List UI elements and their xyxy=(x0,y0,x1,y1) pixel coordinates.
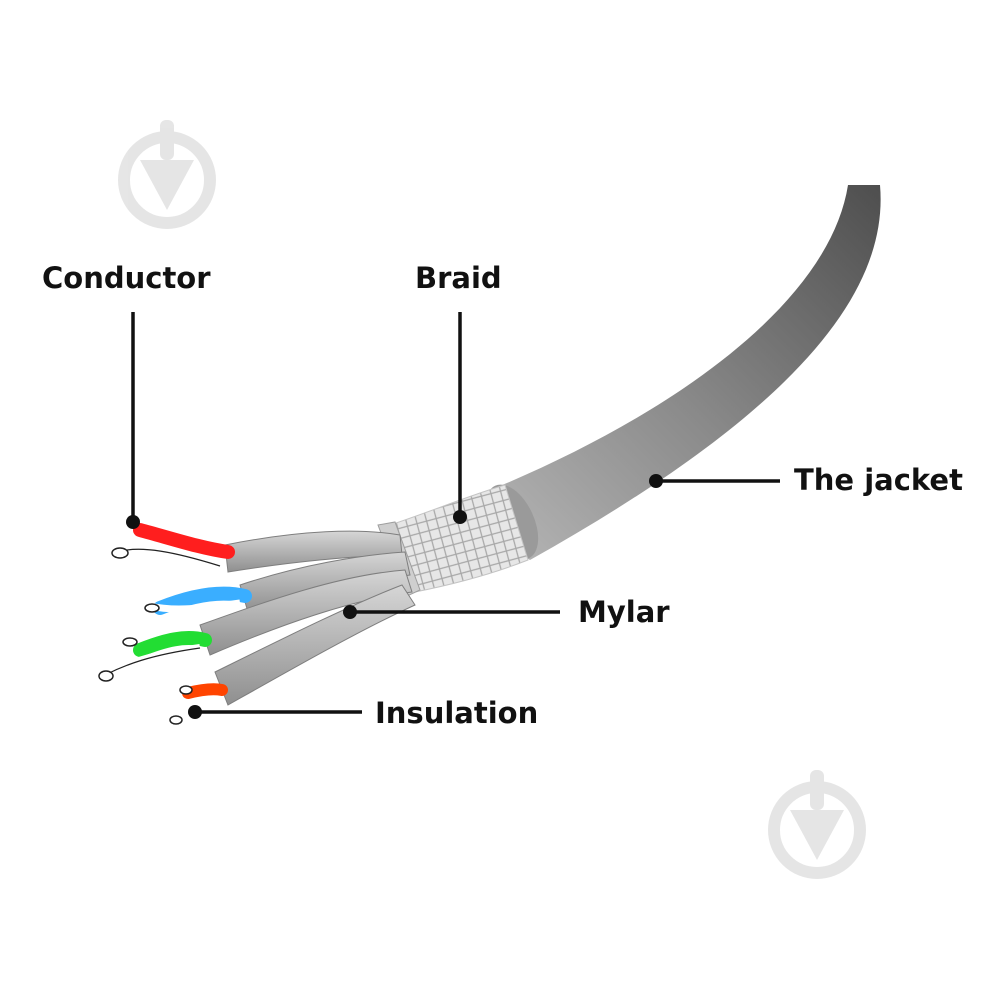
cable-jacket xyxy=(498,185,881,560)
wire-sheath-3 xyxy=(199,569,413,656)
cable-braid xyxy=(389,484,529,593)
leader-lines xyxy=(131,312,780,714)
label-insulation: Insulation xyxy=(375,696,538,730)
label-conductor: Conductor xyxy=(42,261,211,295)
watermark-icon xyxy=(768,770,866,879)
label-mylar: Mylar xyxy=(578,595,670,629)
watermark-icon xyxy=(118,120,216,229)
leader-dots xyxy=(126,474,663,719)
red-wire xyxy=(133,523,235,559)
wire-sheath-4 xyxy=(214,584,416,706)
label-jacket: The jacket xyxy=(794,463,963,497)
green-wire xyxy=(133,631,212,657)
label-braid: Braid xyxy=(415,261,502,295)
blue-wire xyxy=(153,586,252,615)
orange-wire xyxy=(182,683,228,699)
wire-tips xyxy=(98,545,241,725)
